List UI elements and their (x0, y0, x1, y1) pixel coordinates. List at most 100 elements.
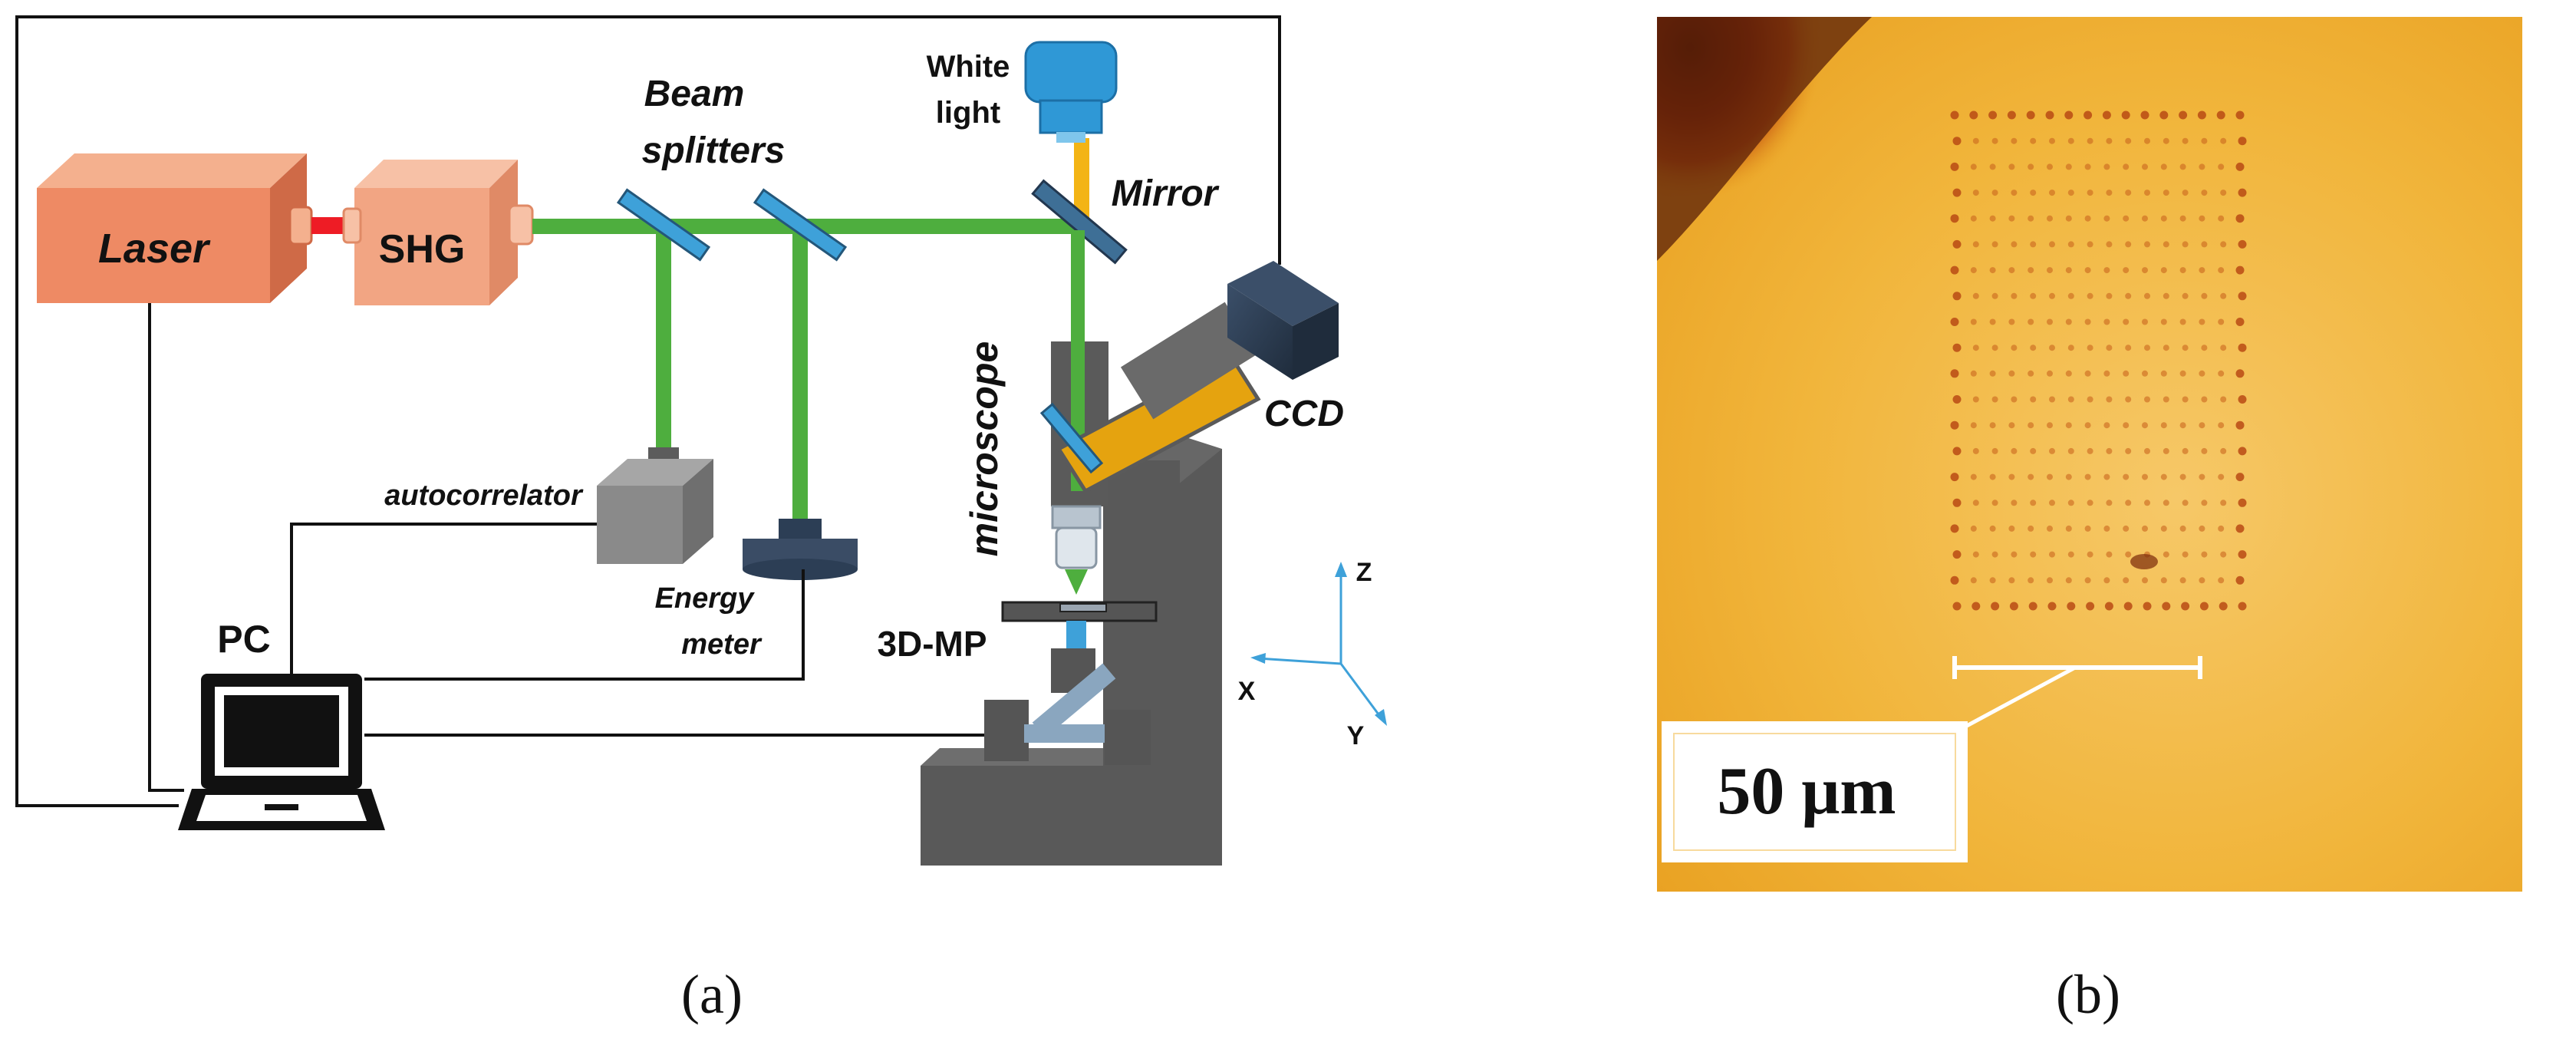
ablation-dot (2125, 447, 2132, 454)
ablation-dot (1991, 292, 1998, 299)
ablation-dot (2238, 498, 2247, 507)
ablation-dot (1991, 602, 2000, 611)
ablation-dot (2008, 318, 2015, 325)
ablation-dot (2238, 188, 2247, 197)
stage-arm-diag (1032, 663, 1116, 738)
ablation-dot (2160, 267, 2167, 274)
ablation-dot (2065, 267, 2072, 274)
objective-collar (1051, 505, 1102, 529)
ablation-dot (1950, 575, 1959, 585)
ablation-dot (2201, 447, 2208, 454)
ccd-body-top (1227, 261, 1339, 326)
ablation-dot (2159, 110, 2169, 120)
ablation-dot (2144, 396, 2150, 403)
ablation-dot (2218, 525, 2225, 532)
ablation-dot (2218, 163, 2225, 170)
ablation-dot (2047, 422, 2053, 429)
ablation-dot (1950, 162, 1959, 171)
ablation-dot (2182, 396, 2189, 403)
ablation-dot (2123, 318, 2130, 325)
ablation-dot (1989, 525, 1996, 532)
ablation-dot (2201, 292, 2208, 299)
ablation-dot (2220, 396, 2227, 403)
ablation-dot (1989, 422, 1996, 429)
ablation-dot (2182, 345, 2189, 351)
focused-beam (1065, 569, 1088, 595)
ablation-dot (1970, 577, 1977, 584)
ablation-dot (2067, 190, 2074, 196)
lamp-lens (1056, 132, 1085, 143)
scale-bar-label: 50 μm (1717, 754, 1896, 829)
ablation-dot (2065, 370, 2072, 377)
stage-bar (1024, 724, 1112, 743)
ablation-dot (2144, 345, 2150, 351)
ablation-dot (2067, 551, 2074, 558)
ablation-dot (2087, 190, 2093, 196)
ablation-dot (1972, 292, 1979, 299)
autocorrelator (597, 447, 713, 564)
ablation-dot (1991, 241, 1998, 248)
3d-mp-label: 3D-MP (877, 624, 987, 664)
stage-post-top (1066, 621, 1086, 648)
scale-label-box (1662, 721, 1968, 862)
dichroic-mirror (1039, 402, 1104, 474)
ablation-dot (2218, 577, 2225, 584)
ablation-dot (2106, 551, 2113, 558)
ablation-dot (1952, 188, 1962, 197)
ablation-dot (1972, 500, 1979, 506)
ablation-dot (2123, 370, 2130, 377)
ablation-dot (2160, 422, 2167, 429)
ablation-dot (2064, 110, 2074, 120)
ablation-dot (2163, 137, 2169, 144)
ablation-dot (2084, 577, 2091, 584)
ablation-dot (2028, 163, 2034, 170)
axis-y-arrow-icon (1375, 709, 1387, 726)
ablation-dot (2087, 137, 2093, 144)
ablation-dot (2049, 345, 2055, 351)
ablation-dot (2199, 473, 2205, 480)
ablation-dot (2238, 343, 2247, 352)
ablation-dot (1950, 420, 1959, 430)
ablation-dot (2162, 602, 2171, 611)
ablation-dot (2104, 602, 2113, 611)
ablation-dot (2103, 370, 2110, 377)
ablation-dot (2047, 525, 2053, 532)
ablation-dot (2199, 215, 2205, 222)
ablation-dot (1952, 137, 1962, 146)
ablation-dot (2142, 525, 2148, 532)
ablation-dot (2163, 190, 2169, 196)
shg-label: SHG (379, 227, 466, 272)
ablation-dot (2199, 525, 2205, 532)
ablation-dot (2179, 525, 2186, 532)
ablation-dot (2201, 396, 2208, 403)
ablation-dot (2008, 577, 2015, 584)
ablation-dot (2220, 447, 2227, 454)
ablation-dot (2067, 241, 2074, 248)
ablation-dot (2030, 447, 2037, 454)
ablation-dot (2182, 241, 2189, 248)
ablation-dot (2140, 110, 2149, 120)
ablation-dot (2163, 551, 2169, 558)
ablation-dot (2123, 215, 2130, 222)
green-beam-to-autocorrelator (656, 230, 671, 453)
pc-label: PC (217, 618, 270, 661)
ablation-dot (2047, 318, 2053, 325)
ablation-dot (2199, 577, 2205, 584)
shg-side-face (489, 160, 518, 305)
scale-label-box-inner (1673, 733, 1956, 851)
ablation-dot (1989, 215, 1996, 222)
ablation-dot (2201, 551, 2208, 558)
ablation-dot (1970, 473, 1977, 480)
ablation-dot (1972, 137, 1979, 144)
ablation-dot (2084, 370, 2091, 377)
beam-splitters-label-line1: Beam (644, 74, 745, 114)
ablation-dot (2235, 265, 2245, 275)
ablation-dot (1989, 163, 1996, 170)
ablation-dot (1970, 370, 1977, 377)
ablation-dot (2199, 370, 2205, 377)
ablation-dot (2123, 525, 2130, 532)
ablation-dot (2125, 551, 2132, 558)
ablation-dot (2084, 110, 2093, 120)
ablation-dot (2235, 369, 2245, 378)
ablation-dot (2123, 473, 2130, 480)
